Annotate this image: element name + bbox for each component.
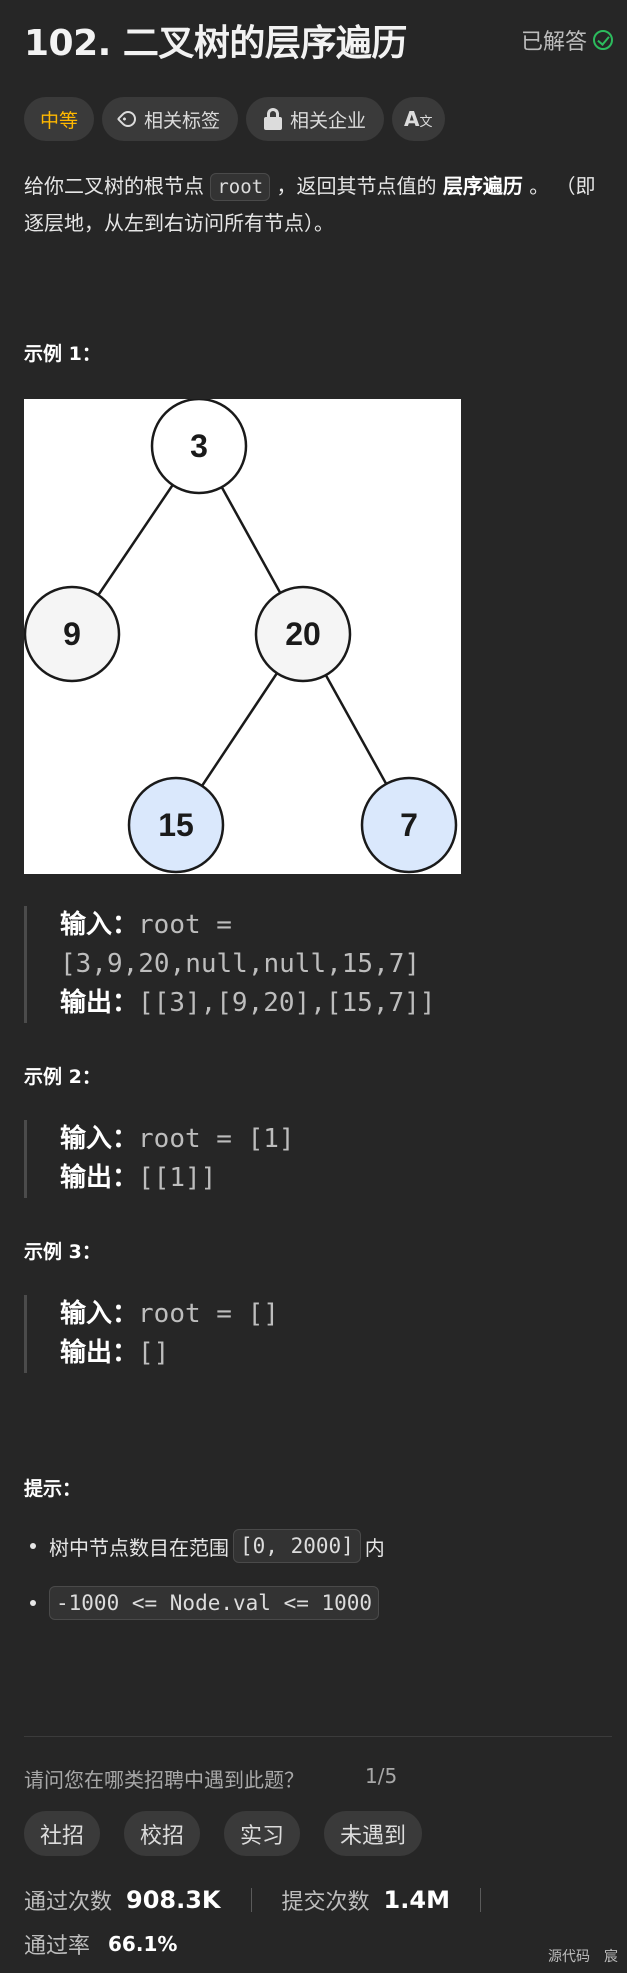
output-key: 输出：: [60, 988, 139, 1018]
hints-list: 树中节点数目在范围 [0, 2000] 内 -1000 <= Node.val …: [30, 1524, 600, 1638]
related-tags-button[interactable]: 相关标签: [102, 97, 239, 141]
lock-icon: [264, 108, 283, 130]
tree-node-right-right-label: 7: [400, 807, 418, 843]
rate-value: 66.1%: [108, 1932, 178, 1956]
tree-node-right: 20: [254, 585, 352, 683]
input-value: root = [1]: [138, 1124, 295, 1154]
bullet: [30, 1600, 36, 1606]
hint-text: 树中节点数目在范围: [49, 1535, 229, 1560]
input-value-2: [3,9,20,null,null,15,7]: [60, 949, 421, 979]
solved-label: 已解答: [520, 30, 587, 55]
hint-code: [0, 2000]: [233, 1529, 361, 1563]
accepted-label: 通过次数: [24, 1890, 113, 1915]
desc-text-2: ，返回其节点值的: [270, 174, 443, 198]
survey-question: 请问您在哪类招聘中遇到此题？: [24, 1768, 304, 1792]
related-companies-button[interactable]: 相关企业: [246, 97, 385, 141]
submissions-label: 提交次数: [281, 1890, 370, 1915]
rate-label: 通过率: [24, 1934, 91, 1959]
difficulty-badge: 中等: [24, 97, 95, 141]
tree-diagram: 3 9 20 15 7: [23, 397, 461, 874]
tree-node-right-left: 15: [127, 776, 225, 874]
hints-label: 提示：: [24, 1478, 82, 1500]
output-key: 输出：: [60, 1163, 139, 1193]
input-value-1: root =: [138, 910, 232, 940]
accepted-value: 908.3K: [126, 1886, 221, 1914]
input-key: 输入：: [60, 1124, 139, 1154]
footer-text: 源代码 宸: [548, 1949, 618, 1965]
example-1-label: 示例 1：: [24, 343, 101, 365]
submissions-value: 1.4M: [383, 1886, 450, 1914]
check-circle-icon: [593, 30, 613, 50]
title-row: 102. 二叉树的层序遍历 已解答: [24, 14, 613, 64]
survey-options: 社招 校招 实习 未遇到: [24, 1811, 423, 1856]
tree-node-right-label: 20: [285, 616, 321, 652]
desc-text-3: 。 （即逐层地，从左到右访问所有节点）。: [24, 174, 596, 235]
inline-code-root: root: [210, 173, 271, 201]
hint-code: -1000 <= Node.val <= 1000: [49, 1586, 380, 1620]
translate-icon: A文: [404, 107, 433, 131]
input-value: root = []: [138, 1299, 279, 1329]
tag-row: 中等 相关标签 相关企业 A文: [24, 97, 445, 141]
example-3-label: 示例 3：: [24, 1241, 101, 1263]
acceptance-rate-row: 通过率 66.1%: [24, 1928, 177, 1960]
example-1-block: 输入：root = [3,9,20,null,null,15,7] 输出：[[3…: [24, 906, 584, 1023]
bullet: [30, 1543, 36, 1549]
desc-bold: 层序遍历: [442, 174, 523, 198]
output-value: []: [138, 1338, 170, 1368]
input-key: 输入：: [60, 1299, 139, 1329]
tag-icon: [116, 107, 140, 131]
tree-node-right-left-label: 15: [158, 807, 194, 843]
hint-text-suffix: 内: [364, 1535, 385, 1560]
survey-option-campus[interactable]: 校招: [124, 1811, 201, 1856]
stats-row: 通过次数 908.3K 提交次数 1.4M: [24, 1884, 511, 1916]
survey-option-internship[interactable]: 实习: [224, 1811, 301, 1856]
example-2-label: 示例 2：: [24, 1066, 101, 1088]
translate-button[interactable]: A文: [392, 97, 445, 141]
output-key: 输出：: [60, 1338, 139, 1368]
solved-status[interactable]: 已解答: [521, 24, 613, 56]
tree-node-right-right: 7: [360, 776, 458, 874]
stats-separator: [479, 1888, 481, 1912]
example-3-block: 输入：root = [] 输出：[]: [24, 1295, 584, 1373]
example-2-block: 输入：root = [1] 输出：[[1]]: [24, 1120, 584, 1198]
tree-svg: 3 9 20 15 7: [23, 397, 458, 874]
tree-node-left-label: 9: [63, 616, 81, 652]
list-item: -1000 <= Node.val <= 1000: [30, 1581, 600, 1625]
problem-title[interactable]: 102. 二叉树的层序遍历: [24, 23, 407, 64]
related-companies-label: 相关企业: [290, 109, 367, 132]
divider: [24, 1736, 612, 1737]
list-item: 树中节点数目在范围 [0, 2000] 内: [30, 1524, 600, 1568]
related-tags-label: 相关标签: [144, 109, 221, 132]
tree-node-root-label: 3: [190, 428, 208, 464]
problem-description: 给你二叉树的根节点 root ，返回其节点值的 层序遍历 。 （即逐层地，从左到…: [24, 168, 612, 241]
tree-node-left: 9: [23, 585, 121, 683]
survey-option-none[interactable]: 未遇到: [324, 1811, 423, 1856]
desc-text-1: 给你二叉树的根节点: [24, 174, 211, 198]
difficulty-label: 中等: [40, 109, 79, 132]
tree-node-root: 3: [150, 397, 248, 495]
stats-separator: [250, 1888, 252, 1912]
output-value: [[3],[9,20],[15,7]]: [138, 988, 436, 1018]
output-value: [[1]]: [138, 1163, 217, 1193]
survey-option-social[interactable]: 社招: [24, 1811, 101, 1856]
survey-page-indicator: 1/5: [365, 1764, 398, 1788]
input-key: 输入：: [60, 910, 139, 940]
